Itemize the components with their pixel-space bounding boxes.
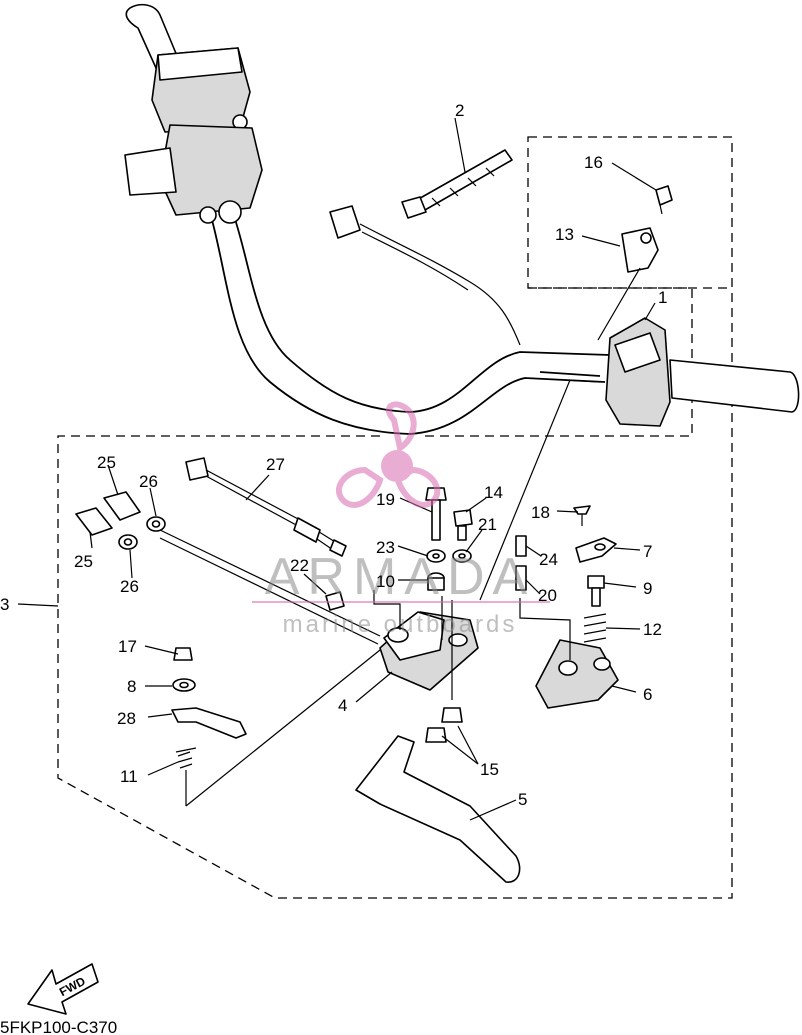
part-28-plate (171, 707, 247, 739)
callout-18: 18 (531, 503, 550, 522)
leader-lines (17, 117, 657, 821)
part-14-bolt (453, 509, 473, 541)
callout-14: 14 (484, 483, 503, 502)
part-21-washer (452, 549, 472, 563)
part-12-spring (583, 613, 607, 643)
callout-19: 19 (376, 490, 395, 509)
part-26-nut-upper (146, 516, 166, 532)
callout-15: 15 (480, 760, 499, 779)
part-25-adjuster-lower (75, 507, 113, 536)
callout-16: 16 (584, 153, 603, 172)
callout-3: 3 (0, 595, 9, 614)
callout-10: 10 (376, 572, 395, 591)
callout-27: 27 (266, 455, 285, 474)
callout-22: 22 (290, 556, 309, 575)
part-2-cable-tie (401, 149, 513, 219)
part-9-plunger (587, 575, 605, 607)
callout-20: 20 (538, 586, 557, 605)
part-20-pin (515, 565, 527, 591)
callout-8: 8 (127, 677, 136, 696)
part-17-screw (173, 647, 193, 661)
part-1-switch-and-grip (564, 317, 800, 427)
armada-watermark: ARMADA marine outboards (252, 401, 550, 638)
left-grip-assembly (124, 3, 263, 224)
callout-21: 21 (478, 515, 497, 534)
wire-connector (329, 205, 521, 346)
callout-9: 9 (643, 579, 652, 598)
callout-5: 5 (518, 790, 527, 809)
callout-4: 4 (338, 696, 347, 715)
cable-rod (159, 529, 381, 645)
handlebar (211, 209, 611, 435)
part-26-nut-lower (118, 534, 138, 550)
callout-1: 1 (658, 288, 667, 307)
callout-23: 23 (376, 538, 395, 557)
part-16-screw (655, 185, 673, 215)
part-10-collar (427, 572, 445, 591)
part-24-pin (515, 535, 527, 557)
diagram-code: 5FKP100-C370 (0, 1018, 117, 1035)
part-6-bracket (535, 639, 619, 709)
group-box-lever-assembly (57, 288, 733, 899)
callout-12: 12 (643, 620, 662, 639)
group-box-throttle (527, 136, 733, 289)
callout-24: 24 (539, 550, 558, 569)
part-15-nut (425, 707, 463, 743)
callout-11: 11 (120, 767, 138, 786)
watermark-tagline: marine outboards (283, 611, 518, 638)
callout-28: 28 (117, 709, 136, 728)
callout-26b: 26 (120, 577, 139, 596)
group-box-switch (420, 287, 693, 437)
part-18-screw (573, 505, 591, 526)
watermark-brand: ARMADA (265, 548, 535, 606)
part-25-adjuster-upper (103, 491, 141, 521)
part-27-cable (185, 457, 347, 557)
callout-17: 17 (118, 637, 137, 656)
callout-2: 2 (455, 101, 464, 120)
callout-13: 13 (555, 225, 574, 244)
fwd-arrow-icon: FWD (27, 963, 99, 1015)
callout-25b: 25 (74, 552, 93, 571)
callout-labels: 1 2 3 4 5 6 7 8 9 10 11 12 13 14 15 16 1… (0, 101, 667, 809)
part-11-spring (175, 747, 197, 769)
part-4-lever-holder (379, 611, 479, 691)
callout-6: 6 (643, 685, 652, 704)
callout-25a: 25 (97, 453, 116, 472)
part-13-clamp (621, 227, 659, 273)
part-8-washer (172, 678, 196, 692)
part-5-lever (355, 735, 521, 883)
callout-7: 7 (643, 542, 652, 561)
callout-26a: 26 (139, 472, 158, 491)
part-7-plate (575, 537, 617, 563)
